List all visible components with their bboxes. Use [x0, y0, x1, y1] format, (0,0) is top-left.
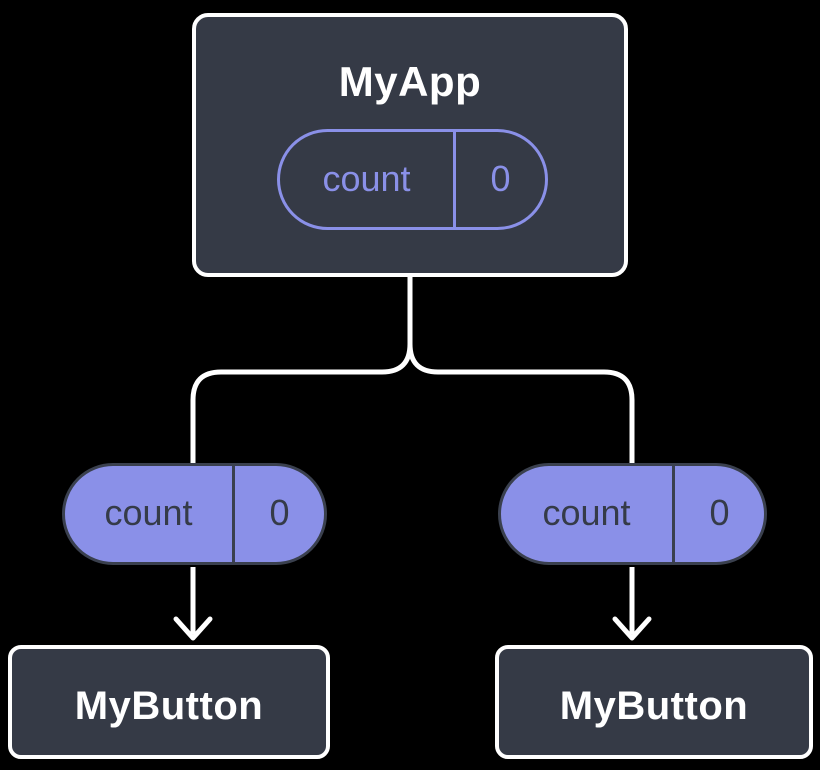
arrowhead-left-icon — [173, 616, 213, 641]
right-prop-pill: count 0 — [498, 463, 767, 565]
node-mybutton-right-card: MyButton — [495, 645, 813, 759]
node-mybutton-left-card: MyButton — [8, 645, 330, 759]
myapp-state-pill: count 0 — [277, 129, 548, 230]
connector-root-to-right-pill — [407, 276, 635, 464]
node-mybutton-left-title: MyButton — [74, 683, 264, 728]
node-myapp-title: MyApp — [338, 58, 482, 105]
right-prop-pill-name: count — [542, 492, 631, 533]
arrowhead-right-icon — [612, 616, 652, 641]
right-prop-pill-value: 0 — [672, 466, 764, 562]
connector-root-to-left-pill — [190, 276, 413, 464]
state-pill-name: count — [322, 157, 411, 199]
state-pill-value: 0 — [453, 132, 545, 227]
left-prop-pill: count 0 — [62, 463, 327, 565]
node-mybutton-right-title: MyButton — [559, 683, 749, 728]
left-prop-pill-value: 0 — [232, 466, 324, 562]
node-myapp-card: MyApp count 0 — [192, 13, 628, 277]
left-prop-pill-name: count — [104, 492, 193, 533]
